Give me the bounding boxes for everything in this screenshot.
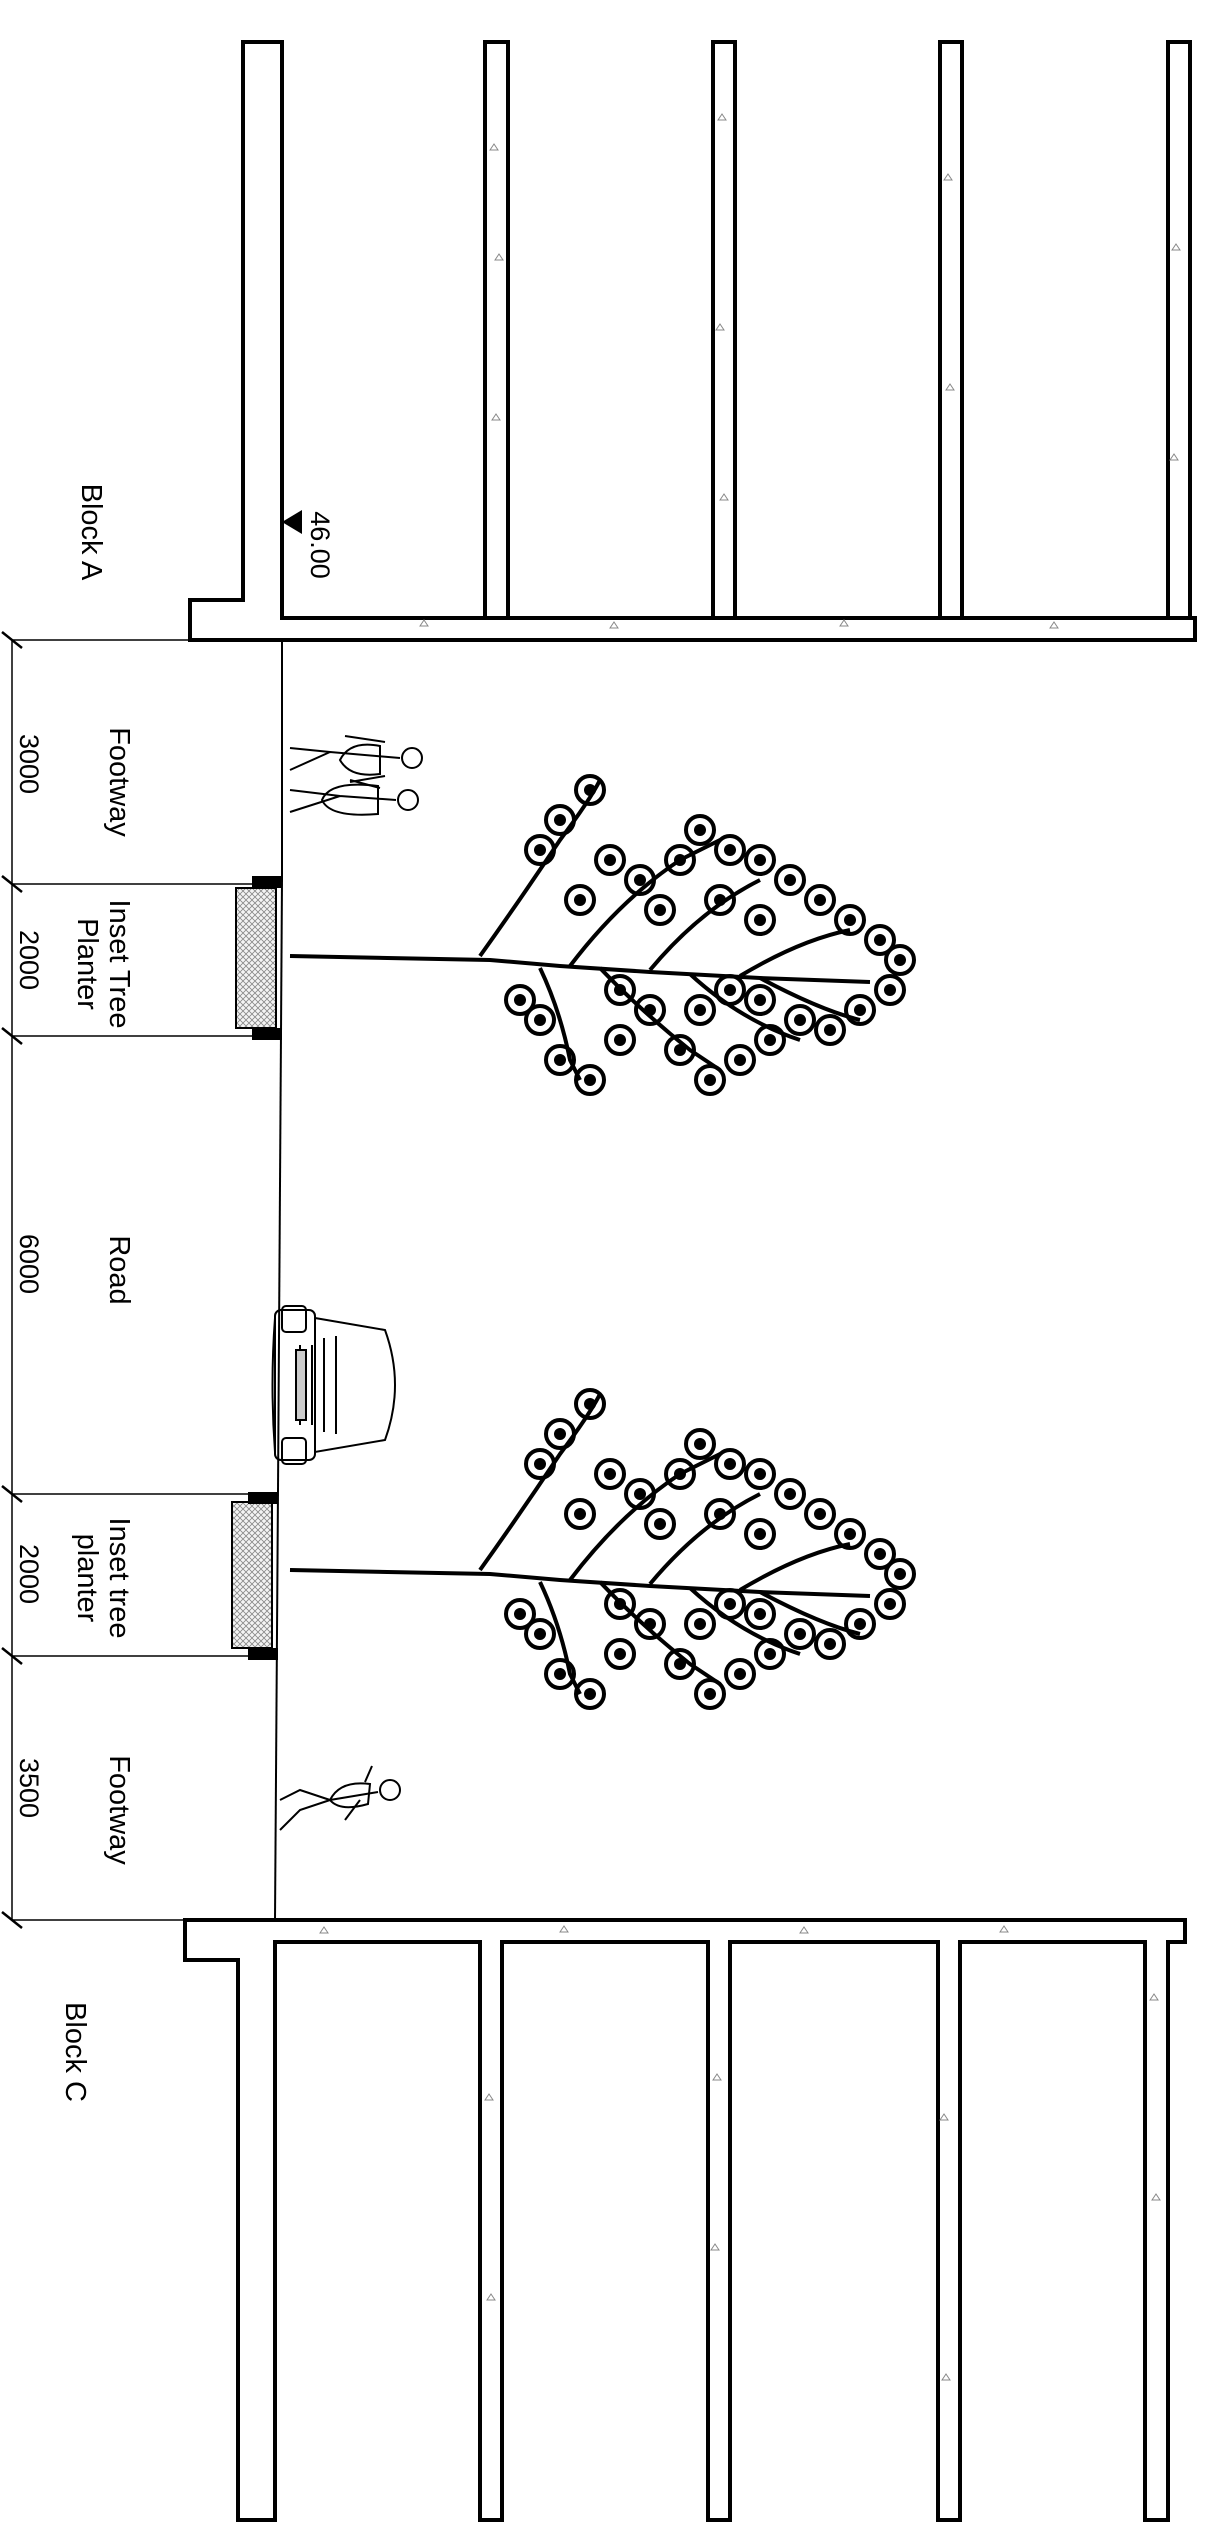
level-triangle-icon (282, 510, 302, 534)
block-a-building (188, 40, 1197, 642)
zone-road-label: Road (103, 1235, 135, 1304)
zone-footway-2-dimension: 3500 (14, 1758, 44, 1818)
planter-upper (235, 876, 282, 1040)
block-a-concrete-specks (419, 113, 1181, 629)
block-c-building (183, 1918, 1187, 2522)
block-c-concrete-specks (319, 1925, 1161, 2381)
zone-footway-1-label: Footway (103, 727, 135, 837)
dimension-line (1, 631, 282, 1929)
block-c-label: Block C (59, 2002, 91, 2102)
level-value: 46.00 (305, 511, 335, 579)
zone-road-dimension: 6000 (14, 1234, 44, 1294)
zone-planter-1-dimension: 2000 (14, 930, 44, 990)
zone-planter-2-dimension: 2000 (14, 1544, 44, 1604)
tree-icon (289, 1388, 916, 1710)
tree-icon (289, 774, 916, 1096)
zone-planter-1-label-line2: Planter (71, 918, 103, 1010)
zone-footway-2-label: Footway (103, 1755, 135, 1865)
zone-planter-2-label-line1: Inset tree (103, 1518, 135, 1639)
level-marker: 46.00 (282, 510, 335, 579)
pedestrian-couple-icon (289, 735, 423, 816)
planter-lower (231, 1492, 278, 1660)
ground-line (274, 640, 283, 1921)
block-a-label: Block A (75, 484, 107, 581)
pedestrian-icon (279, 1765, 401, 1831)
zone-footway-1-dimension: 3000 (14, 734, 44, 794)
zone-planter-1-label-line1: Inset Tree (103, 900, 135, 1029)
zone-planter-2-label-line2: planter (71, 1534, 103, 1623)
car-icon (271, 1305, 396, 1465)
